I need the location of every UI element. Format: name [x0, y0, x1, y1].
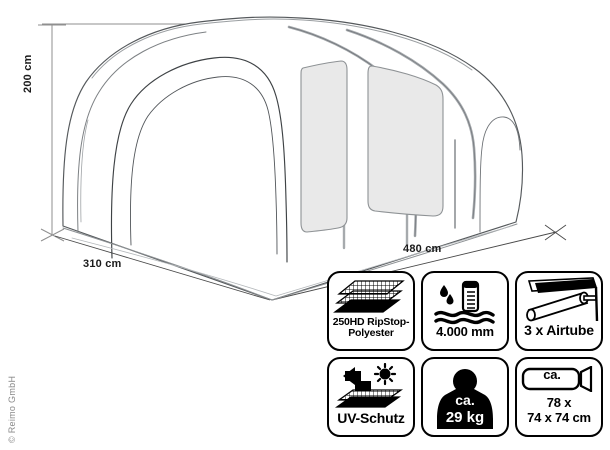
- tent-outer-shell: [62, 16, 524, 301]
- tent-ground-hem: [71, 225, 513, 297]
- width-dimension-line: [271, 224, 567, 301]
- feature-caption-material-line1: 250HD RipStop-: [332, 316, 410, 328]
- tent-window-front: [300, 60, 348, 233]
- feature-caption-weight-line2: 29 kg: [446, 409, 484, 426]
- feature-caption-weight-line1: ca.: [455, 392, 474, 408]
- feature-card-water-column: 4.000 mm: [421, 271, 509, 351]
- tent-door-fold-left: [80, 119, 89, 223]
- water-column-icon: [434, 280, 495, 325]
- feature-card-material: 250HD RipStop- Polyester: [327, 271, 415, 351]
- feature-card-weight: ca. 29 kg: [421, 357, 509, 437]
- height-dimension-label: 200 cm: [22, 54, 34, 93]
- tent-front-panel-edge: [77, 31, 207, 233]
- weight-bag-icon: ca. 29 kg: [437, 369, 493, 429]
- tent-ground-edge-right: [271, 223, 518, 301]
- tent-window-rear: [367, 65, 444, 217]
- feature-caption-material-line2: Polyester: [348, 327, 394, 340]
- tent-roof-seam: [91, 18, 473, 79]
- pack-bag-icon: [521, 366, 593, 392]
- airtube-icon: [526, 277, 599, 322]
- feature-caption-pack-line1: ca.: [543, 367, 561, 382]
- feature-card-pack-size: ca. 78 x 74 x 74 cm: [515, 357, 603, 437]
- feature-card-uv-protection: UV-Schutz: [327, 357, 415, 437]
- tent-ground-edge-front: [62, 227, 273, 301]
- feature-caption-pack-line3: 74 x 74 cm: [527, 409, 591, 425]
- feature-caption-pack-line2: 78 x: [546, 395, 572, 410]
- fabric-layers-icon: [333, 280, 405, 313]
- airtube-arc-2-edge: [346, 29, 476, 219]
- feature-caption-uv-protection: UV-Schutz: [337, 410, 405, 426]
- feature-card-airtube: 3 x Airtube: [515, 271, 603, 351]
- feature-icon-grid: 250HD RipStop- Polyester: [327, 271, 603, 437]
- tent-rear-door-arch: [479, 116, 521, 233]
- tent-door-arch-outer: [110, 56, 288, 263]
- feature-caption-airtube: 3 x Airtube: [524, 322, 594, 338]
- depth-dimension-label: 310 cm: [83, 258, 122, 270]
- width-dimension-label: 480 cm: [403, 243, 442, 255]
- sun-uv-icon: [334, 363, 404, 408]
- tent-body: [62, 16, 524, 301]
- copyright-notice: © Reimo GmbH: [7, 375, 17, 443]
- tent-door-arch-inner: [130, 76, 278, 255]
- feature-caption-water-column: 4.000 mm: [436, 324, 494, 339]
